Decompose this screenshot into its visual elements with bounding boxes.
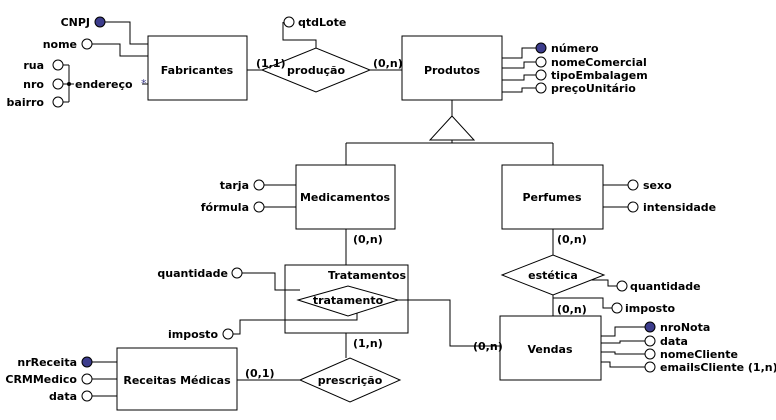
cardinality-perfumes-estetica: (0,n) <box>557 233 587 246</box>
attribute-qtdlote[interactable]: qtdLote <box>283 16 346 29</box>
entity-vendas[interactable]: Vendas <box>499 315 602 381</box>
relationship-prescricao[interactable]: prescrição <box>298 357 402 403</box>
entity-perfumes[interactable]: Perfumes <box>501 164 604 230</box>
attribute-imposto-estetica[interactable]: imposto <box>611 302 675 315</box>
attribute-nronota-label: nroNota <box>660 321 710 334</box>
attribute-precounitario[interactable]: preçoUnitário <box>535 82 636 95</box>
attribute-nomecomercial-label: nomeComercial <box>551 56 647 69</box>
cardinality-fabricantes-producao: (1,1) <box>256 57 286 70</box>
attribute-numero[interactable]: número <box>535 42 599 55</box>
attribute-formula-label: fórmula <box>201 201 249 214</box>
cardinality-medicamentos-tratamento: (0,n) <box>353 233 383 246</box>
attribute-bairro-label: bairro <box>7 96 45 109</box>
attribute-nomecliente-label: nomeCliente <box>660 348 738 361</box>
cardinality-receitas-prescricao: (0,1) <box>245 367 275 380</box>
relationship-producao[interactable]: produção <box>260 47 372 93</box>
associative-entity-tratamentos[interactable]: Tratamentos <box>284 264 409 334</box>
cardinality-labels: (1,1) (0,n) (0,n) (0,n) (0,n) (0,n) (1,n… <box>245 57 587 380</box>
attribute-nomecliente[interactable]: nomeCliente <box>644 348 738 361</box>
attribute-cnpj[interactable]: CNPJ <box>61 16 106 29</box>
entity-medicamentos-label: Medicamentos <box>300 191 391 204</box>
entity-fabricantes[interactable]: Fabricantes <box>147 35 248 101</box>
cardinality-producao-produtos: (0,n) <box>373 57 403 70</box>
attribute-data-receita[interactable]: data <box>49 390 93 403</box>
attribute-nronota[interactable]: nroNota <box>644 321 710 334</box>
attribute-numero-label: número <box>551 42 599 55</box>
entity-receitas-medicas-label: Receitas Médicas <box>123 374 231 387</box>
attribute-imposto-tratamento[interactable]: imposto <box>168 328 234 341</box>
entity-vendas-label: Vendas <box>527 343 573 356</box>
attribute-tipoembalagem[interactable]: tipoEmbalagem <box>535 69 648 82</box>
attribute-emailscliente-label: emailsCliente (1,n) <box>660 361 776 374</box>
attribute-nrreceita[interactable]: nrReceita <box>17 356 93 369</box>
multivalued-marker-icon: * <box>141 77 147 90</box>
entity-fabricantes-label: Fabricantes <box>161 64 234 77</box>
attribute-bairro[interactable]: bairro <box>7 96 64 109</box>
attribute-precounitario-label: preçoUnitário <box>551 82 636 95</box>
attribute-cnpj-label: CNPJ <box>61 16 90 29</box>
attribute-nome[interactable]: nome <box>43 38 93 51</box>
relationship-tratamento-label: tratamento <box>313 294 384 307</box>
attribute-crmmedico[interactable]: CRMMedico <box>5 373 93 386</box>
attribute-quantidade-tratamento[interactable]: quantidade <box>157 267 243 280</box>
entity-produtos-label: Produtos <box>424 64 481 77</box>
associative-entity-tratamentos-label: Tratamentos <box>328 269 406 282</box>
relationship-tratamento[interactable]: tratamento <box>296 285 400 317</box>
attribute-emailscliente[interactable]: emailsCliente (1,n) <box>644 361 776 374</box>
attribute-crmmedico-label: CRMMedico <box>5 373 77 386</box>
attribute-data-receita-label: data <box>49 390 77 403</box>
attribute-nro-label: nro <box>23 78 44 91</box>
cardinality-tratamento-prescricao: (1,n) <box>353 337 383 350</box>
attribute-quantidade-estetica[interactable]: quantidade <box>616 280 701 293</box>
attribute-formula[interactable]: fórmula <box>201 201 265 214</box>
entity-receitas-medicas[interactable]: Receitas Médicas <box>116 347 238 411</box>
relationship-estetica[interactable]: estética <box>500 254 606 296</box>
generalization-triangle <box>428 115 476 141</box>
attribute-rua-label: rua <box>23 59 44 72</box>
relationship-prescricao-label: prescrição <box>318 374 383 387</box>
attribute-imposto-tratamento-label: imposto <box>168 328 218 341</box>
cardinality-estetica-vendas: (0,n) <box>557 303 587 316</box>
entity-medicamentos[interactable]: Medicamentos <box>295 164 396 230</box>
entity-perfumes-label: Perfumes <box>522 191 581 204</box>
cardinality-tratamento-vendas: (0,n) <box>473 340 503 353</box>
attribute-nomecomercial[interactable]: nomeComercial <box>535 56 647 69</box>
relationship-estetica-label: estética <box>528 269 578 282</box>
attribute-imposto-estetica-label: imposto <box>625 302 675 315</box>
attribute-intensidade-label: intensidade <box>643 201 716 214</box>
attribute-nro[interactable]: nro <box>23 78 64 91</box>
attribute-nrreceita-label: nrReceita <box>17 356 77 369</box>
attribute-quantidade-tratamento-label: quantidade <box>157 267 228 280</box>
attribute-tarja[interactable]: tarja <box>220 179 265 192</box>
attribute-data-vendas[interactable]: data <box>644 335 688 348</box>
attribute-data-vendas-label: data <box>660 335 688 348</box>
attribute-endereco[interactable]: endereço * <box>67 74 147 91</box>
attribute-endereco-label: endereço <box>75 78 133 91</box>
relationship-producao-label: produção <box>287 64 346 77</box>
attribute-sexo[interactable]: sexo <box>627 179 672 192</box>
attribute-sexo-label: sexo <box>643 179 672 192</box>
attribute-quantidade-estetica-label: quantidade <box>630 280 701 293</box>
attribute-rua[interactable]: rua <box>23 59 64 72</box>
entity-produtos[interactable]: Produtos <box>401 35 503 101</box>
attribute-intensidade[interactable]: intensidade <box>627 201 716 214</box>
attribute-qtdlote-label: qtdLote <box>298 16 346 29</box>
attribute-nome-label: nome <box>43 38 77 51</box>
attribute-tipoembalagem-label: tipoEmbalagem <box>551 69 648 82</box>
attribute-tarja-label: tarja <box>220 179 249 192</box>
